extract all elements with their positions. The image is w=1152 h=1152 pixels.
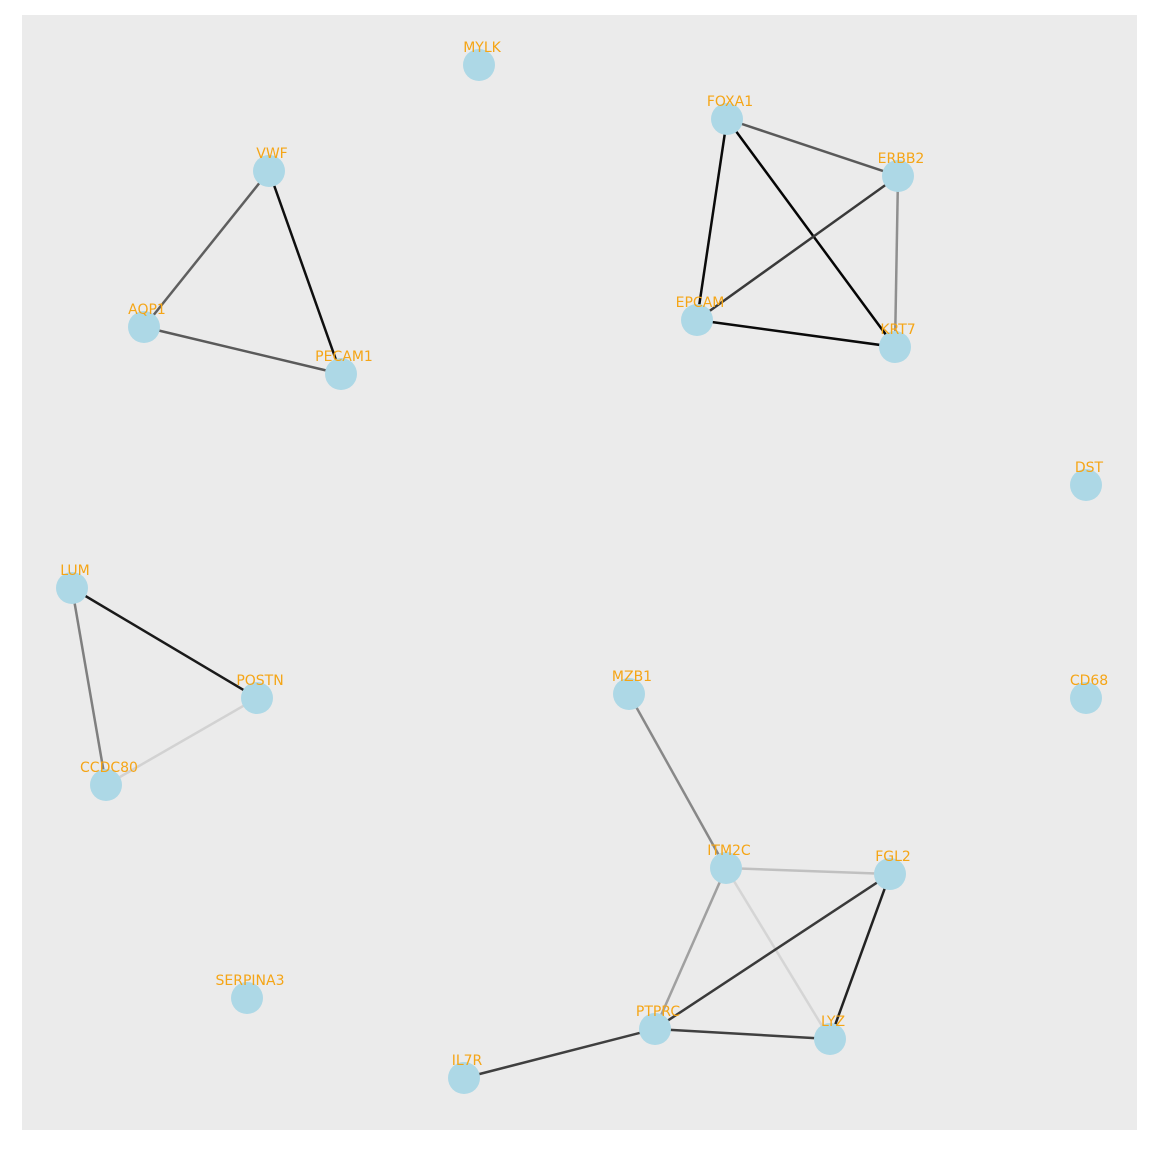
node-label-epcam: EPCAM [676, 295, 725, 311]
edge-postn-ccdc80 [105, 696, 258, 787]
node-label-il7r: IL7R [452, 1053, 483, 1069]
node-label-mylk: MYLK [463, 40, 501, 56]
node-epcam[interactable] [681, 304, 713, 336]
edge-erbb2-epcam [696, 174, 899, 322]
edge-ptprc-il7r [463, 1027, 656, 1080]
edge-vwf-aqp1 [143, 170, 270, 328]
node-aqp1[interactable] [128, 311, 160, 343]
edge-erbb2-krt7 [893, 175, 900, 348]
edge-itm2c-fgl2 [725, 866, 891, 876]
node-label-cd68: CD68 [1070, 673, 1108, 689]
node-mzb1[interactable] [613, 678, 645, 710]
node-label-itm2c: ITM2C [707, 843, 751, 859]
edge-layer [70, 117, 900, 1080]
graph-panel [22, 15, 1137, 1130]
node-serpina3[interactable] [231, 982, 263, 1014]
node-ccdc80[interactable] [90, 769, 122, 801]
node-lyz[interactable] [814, 1023, 846, 1055]
edge-lum-postn [71, 586, 258, 700]
node-mylk[interactable] [463, 49, 495, 81]
node-label-lyz: LYZ [821, 1014, 845, 1030]
node-label-ptprc: PTPRC [636, 1004, 680, 1020]
edge-epcam-krt7 [696, 318, 896, 349]
node-label-postn: POSTN [236, 673, 283, 689]
node-fgl2[interactable] [874, 858, 906, 890]
node-itm2c[interactable] [710, 852, 742, 884]
node-layer [56, 49, 1102, 1094]
node-krt7[interactable] [879, 331, 911, 363]
node-label-aqp1: AQP1 [128, 302, 166, 318]
edge-foxa1-epcam [695, 118, 729, 321]
edge-mzb1-itm2c [627, 693, 728, 869]
node-label-serpina3: SERPINA3 [216, 973, 285, 989]
edge-foxa1-krt7 [725, 118, 897, 348]
edge-itm2c-ptprc [653, 867, 728, 1030]
node-erbb2[interactable] [882, 160, 914, 192]
node-label-pecam1: PECAM1 [315, 349, 373, 365]
node-ptprc[interactable] [639, 1013, 671, 1045]
node-pecam1[interactable] [325, 358, 357, 390]
edge-aqp1-pecam1 [143, 325, 342, 376]
node-il7r[interactable] [448, 1062, 480, 1094]
edge-fgl2-lyz [828, 873, 892, 1040]
node-lum[interactable] [56, 572, 88, 604]
node-foxa1[interactable] [711, 103, 743, 135]
node-vwf[interactable] [253, 155, 285, 187]
edge-itm2c-lyz [724, 867, 832, 1040]
node-label-dst: DST [1075, 460, 1104, 476]
node-postn[interactable] [241, 682, 273, 714]
node-label-fgl2: FGL2 [875, 849, 911, 865]
node-label-foxa1: FOXA1 [707, 94, 753, 110]
edge-ptprc-lyz [654, 1027, 831, 1041]
node-cd68[interactable] [1070, 682, 1102, 714]
edge-lum-ccdc80 [70, 587, 108, 786]
node-label-vwf: VWF [256, 146, 287, 162]
node-label-krt7: KRT7 [880, 322, 915, 338]
node-label-lum: LUM [60, 563, 89, 579]
edge-foxa1-erbb2 [726, 117, 899, 178]
node-label-erbb2: ERBB2 [878, 151, 925, 167]
node-label-ccdc80: CCDC80 [80, 760, 138, 776]
node-label-mzb1: MZB1 [612, 669, 652, 685]
node-dst[interactable] [1070, 469, 1102, 501]
edge-fgl2-ptprc [654, 872, 891, 1031]
edge-vwf-pecam1 [267, 170, 343, 375]
